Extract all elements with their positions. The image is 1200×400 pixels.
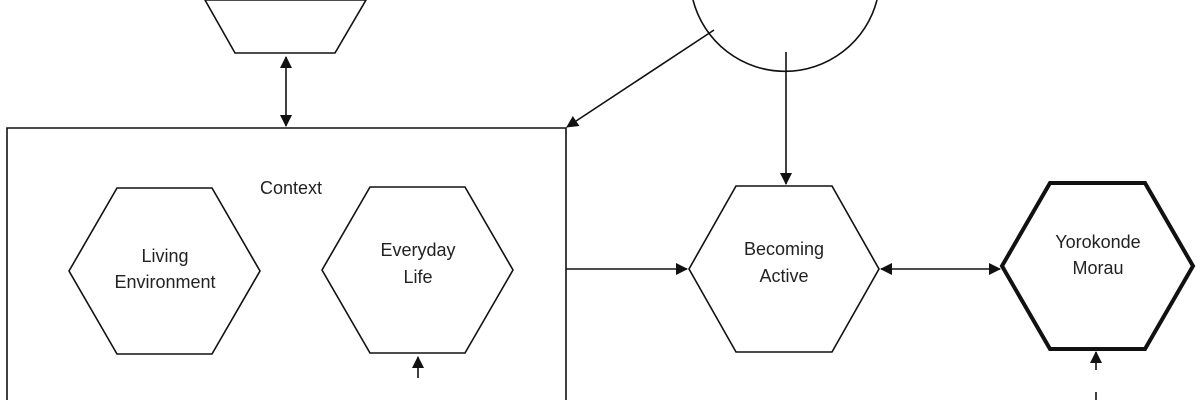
yorokonde-morau-node xyxy=(999,181,1196,351)
everyday-life-node xyxy=(321,186,514,354)
living-environment-node xyxy=(68,187,261,355)
living-environment-label-line1: Living xyxy=(141,246,188,266)
context-box xyxy=(6,127,567,400)
everyday-life-label-line1: Everyday xyxy=(380,240,455,260)
arrow-circle-to-context xyxy=(566,29,715,128)
becoming-active-label-line2: Active xyxy=(759,266,808,286)
yorokonde-morau-label-line1: Yorokonde xyxy=(1055,232,1140,252)
top-circle-node xyxy=(692,0,878,73)
context-label: Context xyxy=(260,178,322,198)
living-environment-label-line2: Environment xyxy=(114,272,215,292)
becoming-active-node xyxy=(688,185,880,353)
everyday-life-label-line2: Life xyxy=(403,267,432,287)
becoming-active-label-line1: Becoming xyxy=(744,239,824,259)
yorokonde-morau-label-line2: Morau xyxy=(1072,258,1123,278)
top-hexagon-node xyxy=(204,0,367,54)
